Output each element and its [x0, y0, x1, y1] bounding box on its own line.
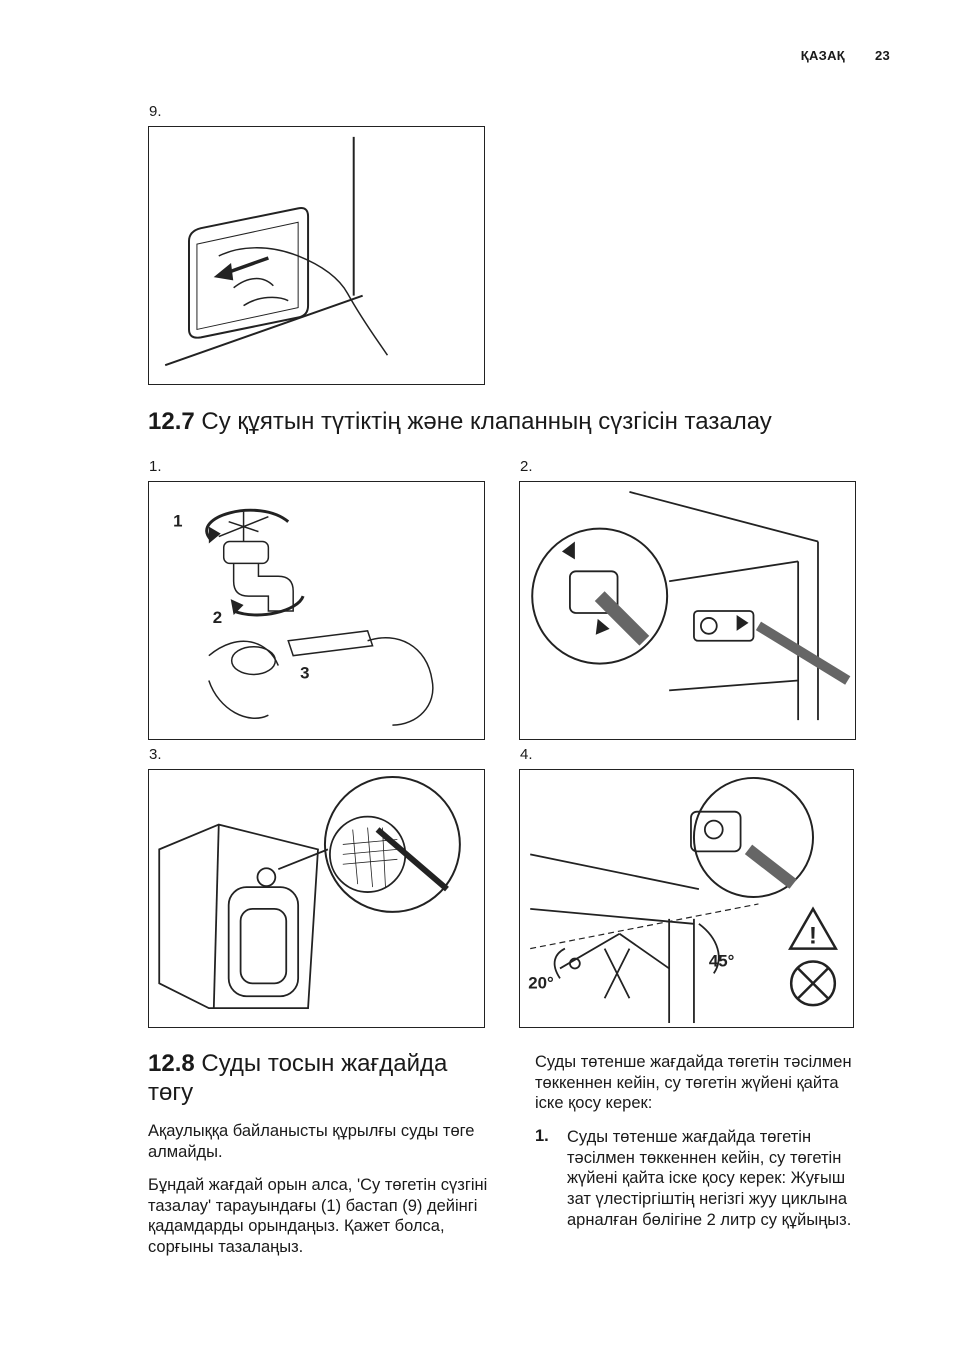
brush-cleaning-filter-drawing [158, 775, 461, 1010]
callout-2: 2 [213, 608, 222, 627]
figure-9-illustration [148, 126, 485, 385]
section-12-8-number: 12.8 [148, 1050, 195, 1077]
figure-3-illustration [148, 769, 485, 1028]
page-number: 23 [874, 48, 890, 63]
list-item-number: 1. [535, 1127, 549, 1145]
tap-and-brush-drawing: 1 2 3 [173, 508, 434, 726]
warning-icon: ! [809, 923, 817, 950]
callout-3: 3 [300, 663, 309, 682]
section-12-7-text: Су құятын түтіктің және клапанның сүзгіс… [194, 408, 772, 435]
figure-3-label: 3. [149, 746, 162, 763]
angle-20-label: 20° [528, 973, 554, 992]
figure-2-illustration [519, 481, 856, 740]
angle-45-label: 45° [709, 951, 735, 970]
figure-4-label: 4. [520, 746, 533, 763]
hose-unscrew-drawing [531, 491, 851, 721]
figure-9-label: 9. [149, 103, 162, 120]
figure-4-illustration: ! 20° 45° [519, 769, 854, 1028]
figure-2-label: 2. [520, 458, 533, 475]
section-12-8-text: Суды тосын жағдайда төгу [148, 1050, 448, 1106]
list-item: 1. Суды төтенше жағдайда төгетін тәсілме… [535, 1127, 865, 1230]
section-12-7-number: 12.7 [148, 408, 195, 435]
hand-opening-filter-cover-drawing [164, 136, 389, 367]
section-12-7-title: 12.7 Су құятын түтіктің және клапанның с… [148, 408, 868, 437]
section-12-8-paragraph-3: Суды төтенше жағдайда төгетін тәсілмен т… [535, 1053, 852, 1113]
section-12-8-paragraph-1: Ақаулыққа байланысты құрылғы суды төге а… [148, 1122, 475, 1161]
hose-angle-drawing: ! 20° 45° [528, 776, 838, 1024]
figure-1-label: 1. [149, 458, 162, 475]
language-label: ҚАЗАҚ [800, 48, 846, 63]
callout-1: 1 [173, 512, 182, 531]
page-header: ҚАЗАҚ 23 [801, 48, 890, 63]
figure-1-illustration: 1 2 3 [148, 481, 485, 740]
list-item-text: Суды төтенше жағдайда төгетін тәсілмен т… [567, 1128, 852, 1229]
numbered-list: 1. Суды төтенше жағдайда төгетін тәсілме… [535, 1127, 865, 1230]
section-12-8-paragraph-2: Бұндай жағдай орын алса, 'Су төгетін сүз… [148, 1176, 488, 1256]
section-12-8-title: 12.8 Суды тосын жағдайда төгу [148, 1050, 488, 1108]
